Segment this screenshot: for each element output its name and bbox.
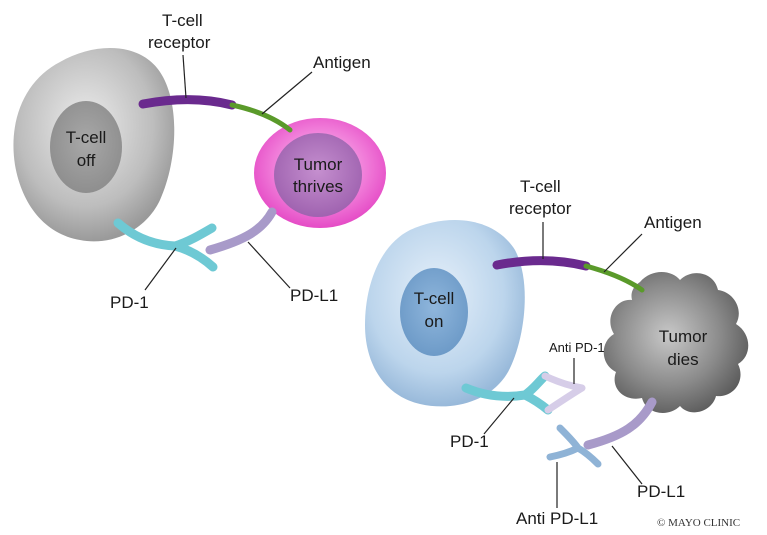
tcell-receptor-top: [138, 95, 237, 110]
tcr-top-label-1: T-cell: [162, 11, 203, 30]
anti-pd1-label: Anti PD-1: [549, 340, 605, 355]
tumor-thrives-label-2: thrives: [293, 177, 343, 196]
tcr-bottom-label-1: T-cell: [520, 177, 561, 196]
top-panel: T-cell off Tumor thrives T-cell receptor…: [13, 11, 386, 312]
tumor-dies-body: [603, 272, 749, 413]
tcell-off-label-1: T-cell: [66, 128, 107, 147]
pd1-top-leader: [144, 247, 177, 291]
pdl1-bottom: [583, 397, 657, 450]
copyright-notice: © MAYO CLINIC: [657, 517, 740, 529]
tcell-on-label-1: T-cell: [414, 289, 455, 308]
antigen-top: [229, 102, 293, 133]
antigen-bottom: [583, 263, 645, 293]
pdl1-top: [205, 207, 277, 255]
tumor-dies-label-1: Tumor: [659, 327, 708, 346]
tumor-thrives-nucleus: [274, 133, 362, 217]
tumor-thrives-label-1: Tumor: [294, 155, 343, 174]
pd1-top-fork: [170, 241, 218, 272]
tumor-dies-label-2: dies: [667, 350, 698, 369]
tcr-bottom-label-2: receptor: [509, 199, 572, 218]
anti-pdl1: [546, 424, 602, 468]
pd1-bottom-leader: [483, 397, 515, 435]
tcr-top-label-2: receptor: [148, 33, 211, 52]
tcell-off-nucleus: [50, 101, 122, 193]
antigen-bottom-label: Antigen: [644, 213, 702, 232]
pd1-bottom-label: PD-1: [450, 432, 489, 451]
antigen-top-leader: [261, 71, 313, 115]
pdl1-bottom-label: PD-L1: [637, 482, 685, 501]
pdl1-top-leader: [247, 241, 291, 289]
tcell-receptor-bottom: [492, 256, 591, 271]
antigen-top-label: Antigen: [313, 53, 371, 72]
pd1-top-label: PD-1: [110, 293, 149, 312]
anti-pd1: [541, 372, 586, 414]
anti-pdl1-label: Anti PD-L1: [516, 509, 598, 528]
tcr-top-leader: [182, 54, 187, 99]
tcell-off-label-2: off: [77, 151, 96, 170]
pd1-bottom-fork: [520, 390, 553, 415]
pdl1-top-label: PD-L1: [290, 286, 338, 305]
tcell-on-nucleus: [400, 268, 468, 356]
tcell-on-label-2: on: [425, 312, 444, 331]
antigen-bottom-leader: [603, 233, 643, 273]
bottom-panel: T-cell on Tumor dies T-cell receptor Ant…: [365, 177, 749, 528]
pdl1-bottom-leader: [611, 445, 643, 485]
